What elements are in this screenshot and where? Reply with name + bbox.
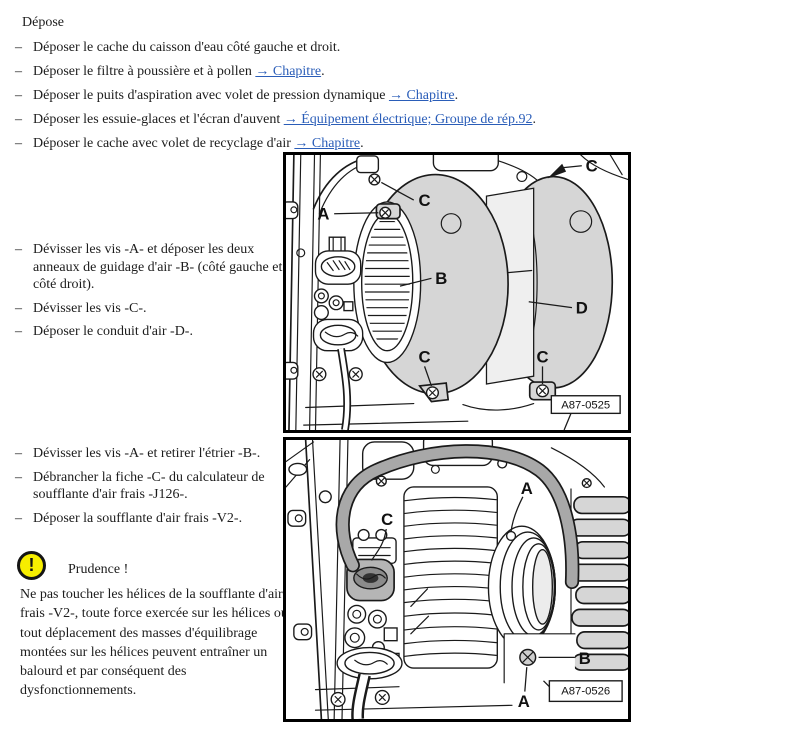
list-marker: – xyxy=(15,40,22,55)
step-item: – Dévisser les vis -C-. xyxy=(15,300,287,318)
list-marker: – xyxy=(15,469,22,485)
warning-title: Prudence ! xyxy=(68,562,129,577)
body-panel xyxy=(286,155,469,430)
intro-item: – Déposer le filtre à poussière et à pol… xyxy=(15,60,635,84)
step-item: – Dévisser les vis -A- et retirer l'étri… xyxy=(15,445,285,463)
callout-c-bottom-left: C xyxy=(419,348,431,367)
warning-text: Ne pas toucher les hélices de la souffla… xyxy=(20,587,288,699)
blower-drum xyxy=(487,525,556,649)
step-text: Déposer la soufflante d'air frais -V2-. xyxy=(33,510,243,526)
step-item: – Déposer le conduit d'air -D-. xyxy=(15,323,287,341)
fresh-air-blower-drawing: A C B A A87-0526 xyxy=(286,440,628,719)
chapter-link[interactable]: → Chapitre xyxy=(388,88,455,103)
air-guide-rings-drawing: C C A B D C C A87-0525 xyxy=(286,155,628,430)
blower-controller-connector xyxy=(346,528,397,602)
mounting-area xyxy=(503,633,576,684)
list-marker: – xyxy=(15,136,22,151)
electrical-equipment-link[interactable]: → Équipement électrique; Groupe de rép.9… xyxy=(283,112,533,127)
blower-housing-v2 xyxy=(403,486,498,669)
callout-b: B xyxy=(579,649,591,668)
steps-blower: – Dévisser les vis -A- et retirer l'étri… xyxy=(15,445,285,533)
intro-item-text: Déposer le cache avec volet de recyclage… xyxy=(33,136,364,151)
arrowhead xyxy=(547,163,567,179)
ribs xyxy=(364,220,410,340)
step-text: Dévisser les vis -A- et retirer l'étrier… xyxy=(33,446,261,461)
callout-c-top: C xyxy=(419,191,431,210)
callout-d: D xyxy=(576,299,588,318)
warning-header: ! Prudence ! xyxy=(15,551,285,583)
intro-item-text: Déposer le cache du caisson d'eau côté g… xyxy=(33,40,341,55)
caution-icon: ! xyxy=(17,551,46,580)
intro-item-text: Déposer le filtre à poussière et à polle… xyxy=(33,64,325,79)
callout-a-bottom: A xyxy=(518,692,530,711)
step-text: Déposer le conduit d'air -D-. xyxy=(33,324,193,339)
callout-leaders xyxy=(334,163,582,387)
step-text: Dévisser les vis -C-. xyxy=(33,300,147,316)
callout-c-top-right: C xyxy=(586,157,598,176)
callout-a-top: A xyxy=(521,479,533,498)
step-item: – Déposer la soufflante d'air frais -V2-… xyxy=(15,510,285,528)
intro-item-text: Déposer le puits d'aspiration avec volet… xyxy=(33,88,459,103)
list-marker: – xyxy=(15,242,22,257)
intro-item-text: Déposer les essuie-glaces et l'écran d'a… xyxy=(33,112,537,127)
intro-item: – Déposer le cache avec volet de recycla… xyxy=(15,132,635,156)
figure-reference: A87-0526 xyxy=(543,680,623,703)
list-marker: – xyxy=(15,510,22,526)
figure-reference: A87-0525 xyxy=(550,395,621,430)
figure-fresh-air-blower: A C B A A87-0526 xyxy=(283,437,631,722)
callout-a: A xyxy=(317,205,329,224)
callout-c-bottom-right: C xyxy=(536,348,548,367)
list-marker: – xyxy=(15,446,22,461)
intro-section: Dépose – Déposer le cache du caisson d'e… xyxy=(15,12,635,156)
list-marker: – xyxy=(15,88,22,103)
callout-c: C xyxy=(381,510,393,529)
intro-item: – Déposer les essuie-glaces et l'écran d… xyxy=(15,108,635,132)
bulkhead-fittings xyxy=(330,604,403,719)
callout-leaders xyxy=(370,496,575,692)
list-marker: – xyxy=(15,112,22,127)
intro-item: – Déposer le puits d'aspiration avec vol… xyxy=(15,84,635,108)
hose-clamp xyxy=(356,155,381,186)
retaining-strap xyxy=(335,444,580,590)
list-marker: – xyxy=(15,64,22,79)
list-marker: – xyxy=(15,324,22,339)
bulkhead-connectors xyxy=(312,236,364,430)
figure-number: A87-0525 xyxy=(561,399,610,411)
step-text: Dévisser les vis -A- et déposer les deux… xyxy=(33,242,283,292)
list-marker: – xyxy=(15,300,22,316)
step-item: – Dévisser les vis -A- et déposer les de… xyxy=(15,241,287,294)
step-item: – Débrancher la fiche -C- du calculateur… xyxy=(15,469,285,504)
chapter-link[interactable]: → Chapitre xyxy=(294,136,361,151)
steps-air-guide: – Dévisser les vis -A- et déposer les de… xyxy=(15,241,287,347)
chapter-link[interactable]: → Chapitre xyxy=(255,64,322,79)
air-guide-ring-b xyxy=(353,173,509,403)
figure-air-guide-rings: C C A B D C C A87-0525 xyxy=(283,152,631,433)
figure-number: A87-0526 xyxy=(561,686,610,698)
callout-b: B xyxy=(435,269,447,288)
intro-item: – Déposer le cache du caisson d'eau côté… xyxy=(15,36,635,60)
step-text: Débrancher la fiche -C- du calculateur d… xyxy=(33,469,265,503)
page-title: Dépose xyxy=(22,15,64,30)
